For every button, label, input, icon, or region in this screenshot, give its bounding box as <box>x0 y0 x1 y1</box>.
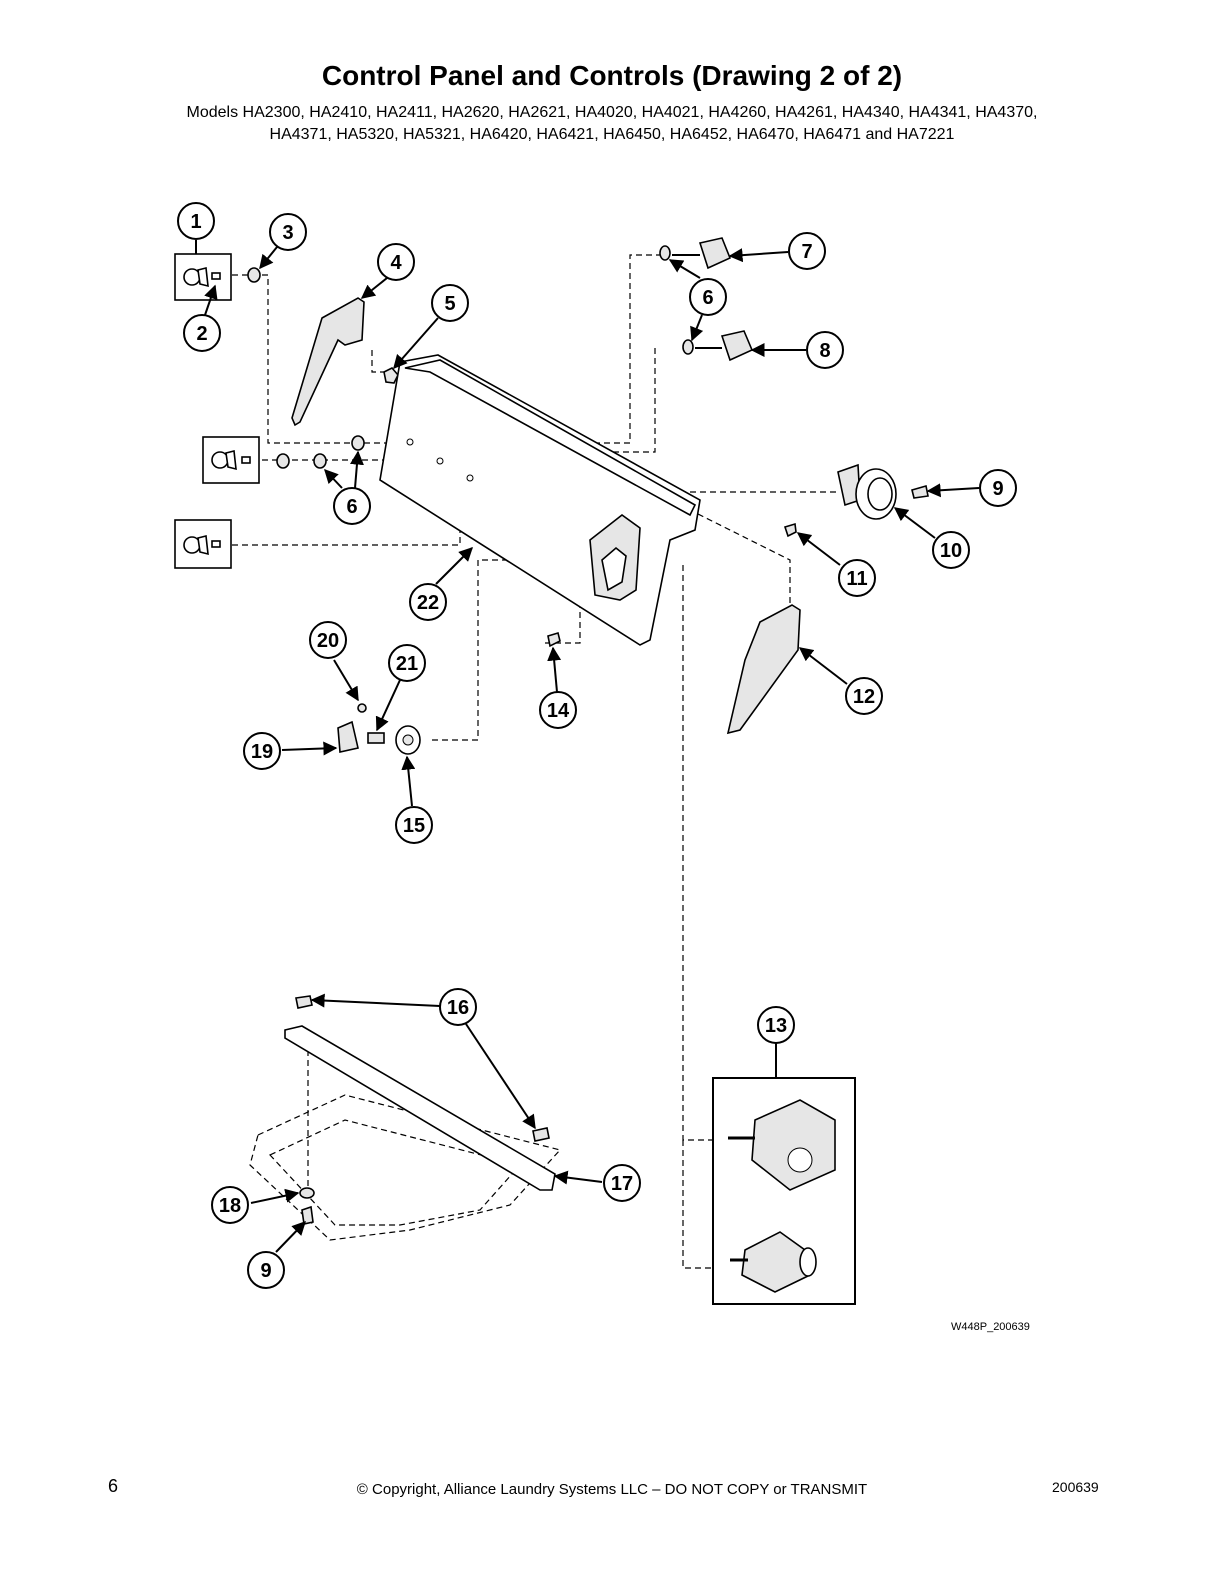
svg-text:3: 3 <box>282 222 293 244</box>
svg-text:21: 21 <box>396 653 418 675</box>
svg-text:8: 8 <box>819 340 830 362</box>
right-end-cap <box>726 604 801 735</box>
callout-6b: 6 <box>689 278 727 316</box>
svg-text:15: 15 <box>403 815 425 837</box>
svg-text:13: 13 <box>765 1015 787 1037</box>
callout-9b: 9 <box>247 1251 285 1289</box>
svg-text:20: 20 <box>317 630 339 652</box>
knob-assembly <box>337 703 421 755</box>
drawing-code: W448P_200639 <box>951 1321 1030 1333</box>
models-list-line-1: Models HA2300, HA2410, HA2411, HA2620, H… <box>186 104 1038 121</box>
callout-15: 15 <box>395 806 433 844</box>
svg-text:22: 22 <box>417 592 439 614</box>
svg-text:6: 6 <box>346 496 357 518</box>
callout-21: 21 <box>388 644 426 682</box>
signal-part-10 <box>837 463 929 520</box>
callout-16: 16 <box>439 988 477 1026</box>
svg-text:18: 18 <box>219 1195 241 1217</box>
svg-text:12: 12 <box>853 686 875 708</box>
push-button-switch-7 <box>672 237 732 270</box>
callout-2: 2 <box>183 314 221 352</box>
screw-11 <box>783 522 797 538</box>
callout-8: 8 <box>806 331 844 369</box>
left-end-cap <box>291 297 365 427</box>
page-number: 6 <box>108 1476 119 1496</box>
callout-19: 19 <box>243 732 281 770</box>
push-button-switch-8 <box>695 330 754 362</box>
svg-text:19: 19 <box>251 741 273 763</box>
svg-text:7: 7 <box>801 241 812 263</box>
callout-22: 22 <box>409 583 447 621</box>
callout-18: 18 <box>211 1186 249 1224</box>
callout-11: 11 <box>838 559 876 597</box>
callout-13: 13 <box>757 1006 795 1044</box>
svg-text:14: 14 <box>547 700 570 722</box>
callout-6a: 6 <box>333 487 371 525</box>
svg-text:16: 16 <box>447 997 469 1019</box>
svg-text:6: 6 <box>702 287 713 309</box>
assembly-lines <box>232 254 840 1269</box>
callout-5: 5 <box>431 284 469 322</box>
control-panel-console <box>379 354 701 646</box>
callout-14: 14 <box>539 691 577 729</box>
callout-1: 1 <box>177 202 215 240</box>
bushing-parts <box>247 245 694 469</box>
svg-text:5: 5 <box>444 293 455 315</box>
callout-3: 3 <box>269 213 307 251</box>
svg-text:11: 11 <box>846 568 867 590</box>
svg-text:1: 1 <box>190 211 201 233</box>
models-list-line-2: HA4371, HA5320, HA5321, HA6420, HA6421, … <box>269 126 955 143</box>
knob-box-middle <box>202 436 260 484</box>
knob-box-upper <box>174 253 232 301</box>
svg-text:9: 9 <box>992 478 1003 500</box>
page-title: Control Panel and Controls (Drawing 2 of… <box>321 60 903 91</box>
knob-box-lower <box>174 519 232 569</box>
callout-7: 7 <box>788 232 826 270</box>
svg-text:9: 9 <box>260 1260 271 1282</box>
leader-lines <box>195 240 980 1253</box>
lower-trim-assembly <box>284 995 556 1225</box>
svg-text:2: 2 <box>196 323 207 345</box>
callout-20: 20 <box>309 621 347 659</box>
screw-14 <box>547 631 561 648</box>
document-number: 200639 <box>1052 1479 1099 1495</box>
callout-17: 17 <box>603 1164 641 1202</box>
callout-9a: 9 <box>979 469 1017 507</box>
svg-text:17: 17 <box>611 1173 633 1195</box>
svg-text:10: 10 <box>940 540 962 562</box>
callout-10: 10 <box>932 531 970 569</box>
callout-12: 12 <box>845 677 883 715</box>
callout-4: 4 <box>377 243 415 281</box>
svg-text:4: 4 <box>390 252 402 274</box>
copyright-notice: © Copyright, Alliance Laundry Systems LL… <box>356 1481 868 1498</box>
timer-box-13 <box>712 1077 856 1305</box>
